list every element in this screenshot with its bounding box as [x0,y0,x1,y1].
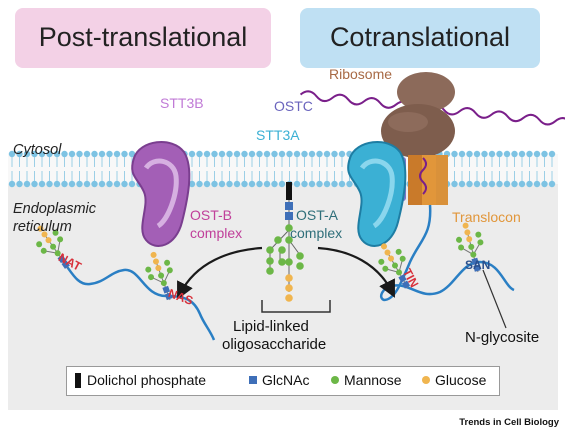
mannose-circle-icon [331,376,339,384]
cotranslational-title: Cotranslational [329,22,511,52]
ost-a-label-line2: complex [290,225,343,241]
legend: Dolichol phosphate GlcNAc Mannose Glucos… [66,366,500,396]
translocon-label: Translocon [452,209,521,225]
glycan-at-tin [378,243,411,289]
post-translational-title: Post-translational [38,22,248,52]
llo-bracket [261,300,331,313]
er-label-line1: Endoplasmic [13,201,97,217]
journal-credit: Trends in Cell Biology [459,417,559,428]
er-label-line2: reticulum [13,219,72,235]
mrna-strand [299,90,565,129]
cytosol-label: Cytosol [13,142,62,158]
glucose-circle-icon [422,376,430,384]
ostc-label: OSTC [274,98,313,114]
translocon [408,155,448,205]
post-translational-header-box [15,8,271,68]
glcnac-square-icon [249,376,257,384]
legend-mannose-label: Mannose [344,372,402,388]
glycan-at-nas [145,251,173,301]
ribosome-label: Ribosome [329,66,393,82]
sequon-san: SAN [465,258,491,272]
arrow-to-cotranslational [317,246,395,298]
arrow-to-post-translational [177,246,263,300]
legend-glucose-label: Glucose [435,372,487,388]
post-translational-peptide [59,257,216,341]
ost-a-label-line1: OST-A [296,207,339,223]
membrane-bilayer [8,150,558,188]
glycan-at-san [456,222,484,273]
dolichol-phosphate-icon [75,373,81,388]
legend-glcnac-label: GlcNAc [262,372,310,388]
lipid-linked-oligosaccharide [266,182,304,302]
cotranslational-header-box [300,8,540,68]
n-glycosite-pointer [482,269,507,329]
ost-b-label-line1: OST-B [190,207,233,223]
llo-label-line1: Lipid-linked [233,318,309,335]
stt3a-label: STT3A [256,127,300,143]
ribosome [381,72,455,158]
glycan-at-nat [36,225,70,269]
n-glycosite-label: N-glycosite [465,329,540,346]
stt3b-label: STT3B [160,95,204,111]
llo-label-line2: oligosaccharide [222,336,327,353]
legend-dolichol-label: Dolichol phosphate [87,372,207,388]
ost-b-label-line2: complex [190,225,243,241]
